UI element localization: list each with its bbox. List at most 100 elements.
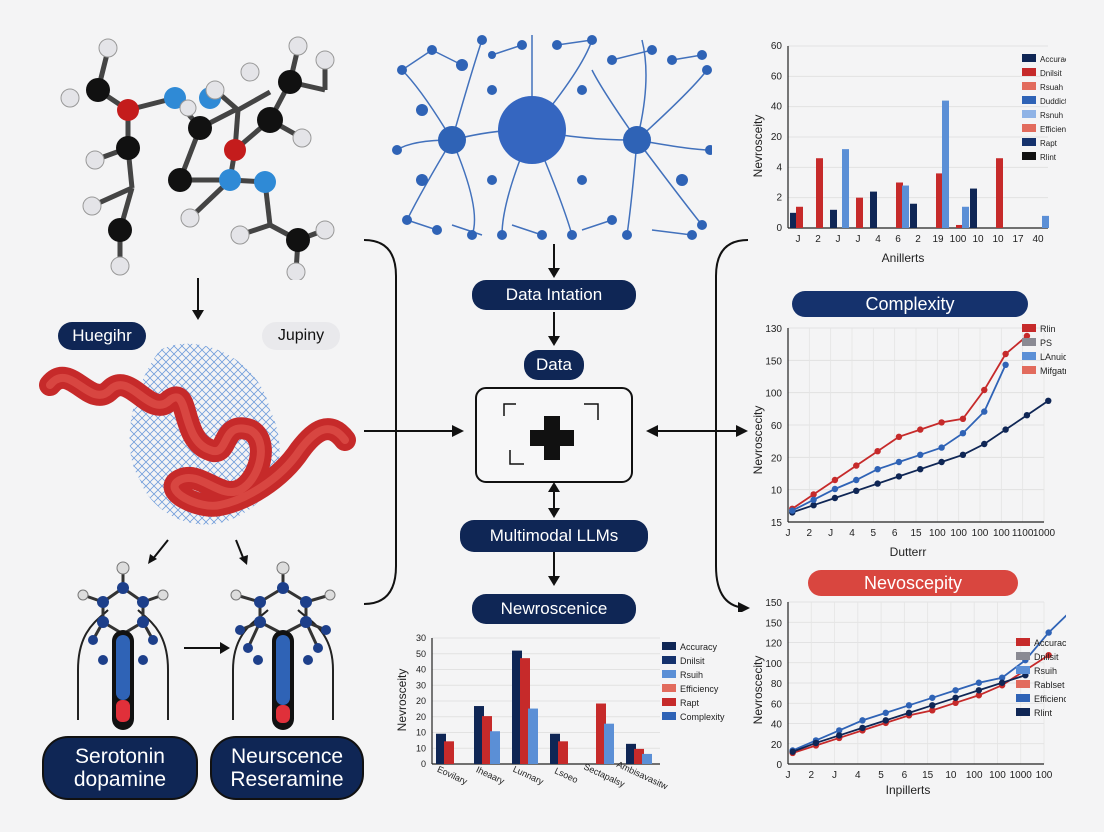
arrow-down-icon	[548, 552, 560, 586]
y-tick-label: 30	[416, 633, 426, 643]
y-tick-label: 20	[416, 712, 426, 722]
bar	[896, 182, 903, 228]
x-axis-label: Anillerts	[882, 251, 925, 265]
y-tick-label: 0	[421, 759, 426, 769]
protein-illustration	[39, 343, 356, 525]
data-point	[874, 466, 881, 473]
legend-swatch	[1022, 352, 1036, 360]
legend-swatch	[662, 698, 676, 706]
y-tick-label: 20	[771, 453, 783, 464]
line-chart-nevoscepity: Nevroscecity Inpillerts 0204060801001201…	[751, 598, 1066, 797]
x-tick-label: J	[828, 528, 833, 539]
legend-swatch	[1016, 638, 1030, 646]
data-point	[831, 476, 839, 484]
y-tick-label: 10	[416, 743, 426, 753]
x-tick-label: J	[796, 234, 801, 245]
data-point	[874, 448, 881, 455]
legend-swatch	[1016, 680, 1030, 688]
data-point	[981, 408, 988, 415]
x-axis-label: Dutterr	[890, 545, 927, 559]
bar	[956, 224, 963, 228]
legend-label: Rapt	[680, 698, 700, 708]
legend-swatch	[1022, 54, 1036, 62]
data-point	[905, 709, 913, 717]
y-tick-label: 60	[771, 699, 783, 710]
data-point	[975, 692, 983, 699]
x-tick-label: 100	[993, 528, 1010, 539]
y-tick-label: 20	[416, 696, 426, 706]
x-tick-label: 6	[902, 770, 908, 781]
legend-swatch	[1022, 82, 1036, 90]
data-point	[882, 709, 889, 717]
x-tick-label: 15	[922, 770, 934, 781]
y-tick-label: 0	[776, 760, 782, 771]
x-tick-label: 6	[892, 528, 898, 539]
data-point	[998, 679, 1006, 686]
y-axis-label: Nevroscecity	[751, 406, 765, 475]
data-point	[853, 476, 860, 484]
data-point	[905, 702, 913, 709]
y-tick-label: 60	[771, 71, 783, 82]
legend-label: Rsuih	[680, 670, 703, 680]
bar	[634, 748, 644, 764]
y-tick-label: 2	[776, 193, 782, 204]
legend-swatch	[1022, 338, 1036, 346]
data-point	[938, 444, 945, 451]
legend-label: Rlin	[1040, 324, 1056, 334]
x-tick-label: 4	[849, 528, 855, 539]
legend-swatch	[662, 670, 676, 678]
neural-network-illustration	[392, 35, 712, 240]
data-point	[929, 707, 936, 714]
bar	[790, 212, 797, 228]
bar	[962, 206, 969, 228]
x-tick-label: 100	[929, 528, 946, 539]
data-point	[917, 451, 924, 458]
data-point	[831, 494, 839, 502]
legend-label: Accuracy	[680, 642, 718, 652]
x-tick-label: 100	[950, 528, 967, 539]
y-tick-label: 40	[771, 102, 783, 113]
data-point	[859, 724, 866, 732]
x-axis-label: Inpillerts	[886, 783, 931, 797]
label-reseramine: Reseramine	[230, 768, 344, 791]
x-tick-label: 10	[945, 770, 957, 781]
arrow-down-icon	[192, 278, 204, 320]
x-tick-label: 4	[875, 234, 881, 245]
legend-label: Rlint	[1040, 153, 1057, 162]
x-tick-label: 100	[950, 234, 967, 245]
bar	[796, 206, 803, 228]
x-tick-label: 10	[992, 234, 1004, 245]
data-point	[1023, 412, 1031, 419]
bar	[936, 173, 943, 228]
x-tick-label: J	[836, 234, 841, 245]
data-point	[789, 748, 796, 755]
bar	[642, 753, 652, 764]
x-tick-label: 2	[808, 770, 814, 781]
legend-swatch	[1022, 110, 1036, 118]
data-point	[812, 739, 820, 747]
data-point	[853, 462, 860, 469]
series-line	[791, 335, 1028, 510]
bar	[910, 203, 917, 228]
legend-label: LAnuid	[1040, 352, 1066, 362]
legend-label: Rlint	[1034, 708, 1053, 718]
label-serotonin: Serotonin	[75, 745, 165, 768]
y-tick-label: 0	[776, 223, 782, 234]
data-point	[952, 687, 959, 694]
arrow-bidirectional-icon	[548, 482, 560, 518]
serotonin-molecule-illustration	[77, 561, 169, 730]
bar	[520, 658, 530, 764]
legend-swatch	[1022, 124, 1036, 132]
legend-label: Rsuih	[1034, 666, 1057, 676]
y-tick-label: 10	[416, 728, 426, 738]
bar	[558, 741, 568, 764]
label-neurscence: Neurscence	[230, 745, 344, 768]
bar	[596, 703, 606, 764]
x-tick-label: 1000	[1033, 528, 1056, 539]
molecule-illustration	[60, 36, 335, 280]
legend-swatch	[1022, 152, 1036, 160]
legend-label: Dnilsit	[680, 656, 705, 666]
y-tick-label: 60	[771, 41, 783, 52]
data-point	[1002, 350, 1009, 358]
legend-label: Duddict	[1040, 97, 1066, 106]
